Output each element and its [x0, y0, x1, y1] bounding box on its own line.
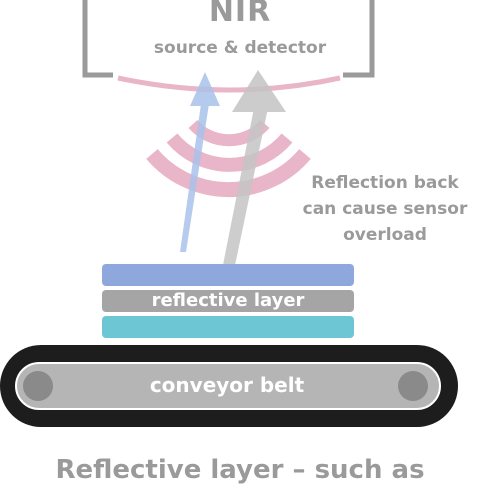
note-line-3: overload	[343, 225, 427, 245]
conveyor-belt-label: conveyor belt	[149, 373, 305, 397]
reflection-waves	[146, 119, 311, 198]
nir-subtitle: source & detector	[153, 38, 327, 58]
bottom-layer	[102, 316, 354, 338]
reflective-layer-bar	[102, 290, 354, 312]
reflection-wave-outer	[146, 149, 311, 198]
nir-lens-arc	[117, 75, 341, 93]
nir-title: NIR	[208, 0, 272, 29]
incident-arrow	[180, 72, 220, 252]
note-line-1: Reflection back	[311, 173, 459, 193]
nir-housing-bracket	[82, 0, 375, 78]
conveyor-belt-inner	[15, 362, 441, 410]
roller-right	[398, 371, 428, 401]
roller-left	[23, 371, 53, 401]
reflection-wave-middle	[166, 133, 293, 172]
note-line-2: can cause sensor	[302, 199, 468, 219]
top-layer	[102, 264, 354, 286]
reflected-arrow	[222, 70, 286, 270]
caption: Reflective layer – such as	[55, 455, 425, 485]
reflective-layer-label: reflective layer	[151, 290, 305, 311]
